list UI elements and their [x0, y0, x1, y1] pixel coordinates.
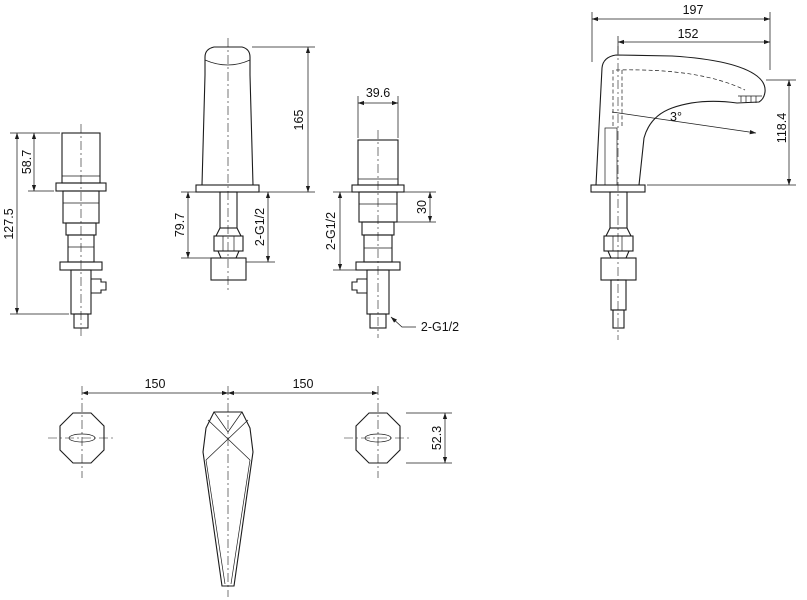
dim-spout-side-height: 118.4: [775, 113, 789, 143]
handle-top-view-left: [48, 386, 116, 478]
dim-top-spacing-right: 150: [293, 377, 314, 391]
dim-valve-side-upper: 58.7: [20, 150, 34, 174]
valve-side-dimensions: 58.7 127.5: [2, 132, 69, 315]
dim-valve-front-body: 30: [415, 200, 429, 214]
spout-side-view: [590, 46, 766, 340]
top-view-dimensions: 150 150 52.3: [81, 377, 452, 464]
dim-valve-front-width: 39.6: [366, 86, 390, 100]
dim-spout-front-thread: 2-G1/2: [253, 208, 267, 246]
handle-top-view-right: [344, 386, 412, 478]
valve-side-view: [55, 124, 107, 336]
spout-top-view: [202, 386, 254, 597]
spout-front-view: [195, 38, 260, 292]
dim-top-handle-width: 52.3: [430, 426, 444, 450]
dim-spout-side-angle: 3°: [670, 110, 682, 124]
top-view: 150 150 52.3: [48, 377, 452, 597]
spout-front-dimensions: 165 79.7 2-G1/2: [173, 46, 315, 263]
valve-front-view: [351, 130, 405, 338]
dim-spout-side-total: 197: [683, 3, 704, 17]
dim-spout-front-height: 165: [292, 110, 306, 131]
dim-valve-front-thread: 2-G1/2: [324, 212, 338, 250]
spout-side-dimensions: 197 152 3° 118.4: [591, 3, 796, 186]
dim-spout-side-reach: 152: [678, 27, 699, 41]
valve-front-dimensions: 39.6 30 2-G1/2 2-G1/2: [324, 86, 459, 334]
dim-top-spacing-left: 150: [145, 377, 166, 391]
dim-valve-side-total: 127.5: [2, 208, 16, 239]
dim-spout-front-below: 79.7: [173, 213, 187, 237]
dim-valve-front-thread-callout: 2-G1/2: [421, 320, 459, 334]
